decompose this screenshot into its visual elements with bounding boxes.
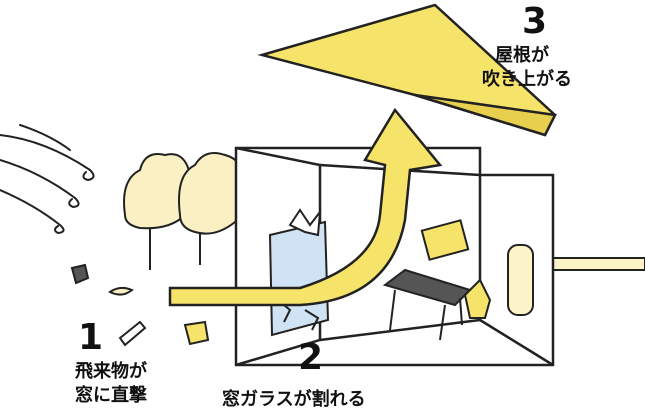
flying-debris: [70, 263, 210, 347]
step-2-line1: 窓ガラスが割れる: [222, 389, 366, 410]
step-3-line2: 吹き上がる: [482, 69, 572, 90]
step-3-line1: 屋根が: [495, 45, 549, 66]
picture-frame: [420, 219, 470, 261]
step-1-line1: 飛来物が: [75, 361, 147, 382]
trees: [123, 152, 247, 270]
step-3-number: 3: [522, 1, 548, 42]
door: [507, 244, 534, 316]
chair: [463, 278, 492, 319]
wind-lines: [0, 124, 95, 235]
roof: [257, 3, 557, 137]
step-1-number: 1: [78, 317, 104, 358]
wind-arrow: [168, 107, 443, 307]
step-2-number: 2: [298, 337, 324, 378]
step-1-line2: 窓に直撃: [75, 385, 147, 406]
